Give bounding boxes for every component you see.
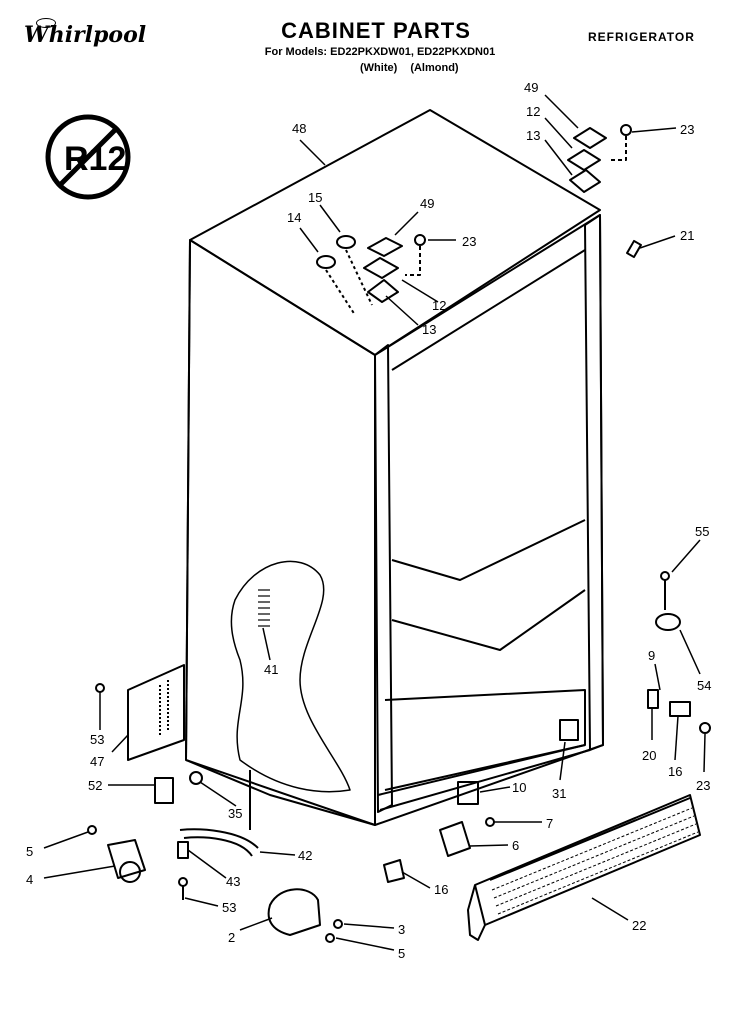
page-title: CABINET PARTS <box>281 18 471 43</box>
callout-55: 55 <box>695 524 709 539</box>
color-almond: (Almond) <box>410 62 459 74</box>
callout-54: 54 <box>697 678 711 693</box>
appliance-type: REFRIGERATOR <box>588 30 695 44</box>
logo-swoosh-icon <box>36 18 56 28</box>
callout-12-right: 12 <box>526 104 540 119</box>
right-hardware <box>559 571 711 741</box>
callout-53-left: 53 <box>90 732 104 747</box>
cabinet-shell <box>185 109 604 830</box>
callout-5-bottom: 5 <box>398 946 405 961</box>
spring-41 <box>258 589 270 627</box>
callout-22: 22 <box>632 918 646 933</box>
callout-35: 35 <box>228 806 242 821</box>
callout-7: 7 <box>546 816 553 831</box>
callout-31: 31 <box>552 786 566 801</box>
r12-text: R12 <box>64 140 126 178</box>
callout-12-center: 12 <box>432 298 446 313</box>
callout-49-center: 49 <box>420 196 434 211</box>
callout-9: 9 <box>648 648 655 663</box>
callout-15: 15 <box>308 190 322 205</box>
callout-48: 48 <box>292 121 306 136</box>
callout-23-lower: 23 <box>696 778 710 793</box>
brand-logo: Whirlpool <box>24 22 147 48</box>
callout-3: 3 <box>398 922 405 937</box>
callout-47: 47 <box>90 754 104 769</box>
callout-labels: 48 14 15 49 23 12 13 49 12 13 23 21 55 9… <box>26 80 711 961</box>
callout-4: 4 <box>26 872 33 887</box>
color-white: (White) <box>360 62 398 74</box>
top-hinge-center <box>316 234 426 316</box>
callout-6: 6 <box>512 838 519 853</box>
callout-23-right: 23 <box>680 122 694 137</box>
model-numbers: For Models: ED22PKXDW01, ED22PKXDN01 <box>264 46 496 58</box>
callout-16-bottom: 16 <box>434 882 448 897</box>
callout-13-right: 13 <box>526 128 540 143</box>
callout-23-center: 23 <box>462 234 476 249</box>
bottom-hardware <box>87 781 495 943</box>
callout-52: 52 <box>88 778 102 793</box>
callout-41: 41 <box>264 662 278 677</box>
callout-43: 43 <box>226 874 240 889</box>
callout-21: 21 <box>680 228 694 243</box>
r12-badge: R12 <box>45 114 131 200</box>
leader-lines <box>43 94 706 951</box>
callout-14: 14 <box>287 210 301 225</box>
callout-49-right: 49 <box>524 80 538 95</box>
callout-16-right: 16 <box>668 764 682 779</box>
callout-13-center: 13 <box>422 322 436 337</box>
toe-grille-22 <box>467 794 701 941</box>
callout-5-left: 5 <box>26 844 33 859</box>
callout-10: 10 <box>512 780 526 795</box>
callout-2: 2 <box>228 930 235 945</box>
callout-20: 20 <box>642 748 656 763</box>
callout-53-bottom: 53 <box>222 900 236 915</box>
left-bracket-47 <box>95 664 203 804</box>
top-hinge-right <box>567 124 642 259</box>
model-colors: (White) (Almond) <box>360 62 459 74</box>
callout-42: 42 <box>298 848 312 863</box>
